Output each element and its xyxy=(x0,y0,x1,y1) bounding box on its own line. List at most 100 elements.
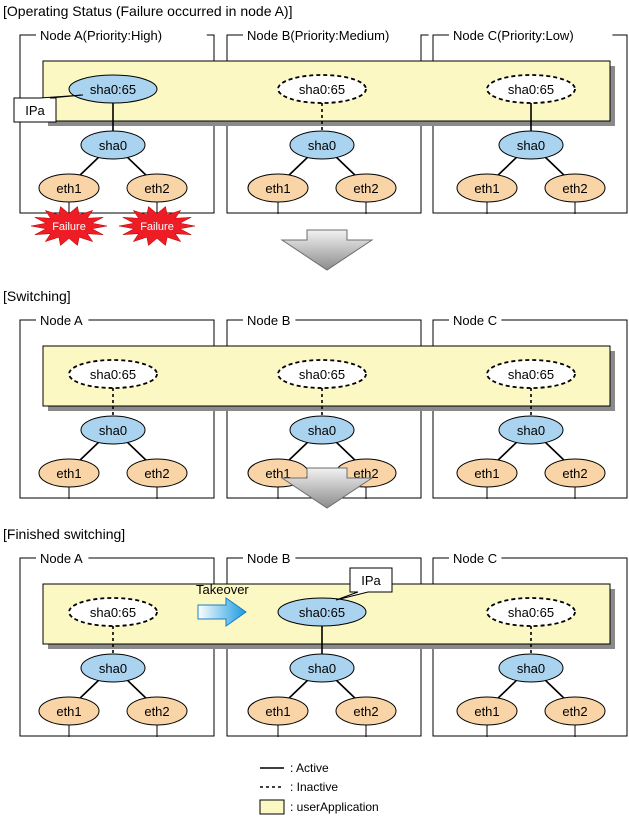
eth2-interface xyxy=(335,696,397,726)
node-frame-2: Node C xyxy=(432,313,628,499)
eth2-link xyxy=(333,154,359,179)
failure-label: Failure xyxy=(140,221,174,233)
node-label: Node A xyxy=(40,313,83,328)
virtual-interface xyxy=(68,359,158,389)
node-frame-0: Node A(Priority:High) xyxy=(19,28,215,214)
eth2-label: eth2 xyxy=(353,704,378,719)
down-arrow-1 xyxy=(280,467,374,509)
sha0-interface xyxy=(498,653,564,683)
sha0-label: sha0 xyxy=(308,138,336,153)
eth1-label: eth1 xyxy=(56,181,81,196)
section-title: [Finished switching] xyxy=(3,526,125,542)
eth1-label: eth1 xyxy=(56,466,81,481)
eth1-link xyxy=(494,154,520,179)
eth1-link xyxy=(494,677,520,702)
node-frame-1: Node B(Priority:Medium) xyxy=(226,28,429,214)
failure-burst xyxy=(30,206,108,246)
eth1-link xyxy=(76,677,102,702)
sha0-interface xyxy=(289,130,355,160)
virtual-interface xyxy=(277,597,367,627)
eth1-interface xyxy=(247,696,309,726)
sha0-interface xyxy=(80,130,146,160)
eth2-interface xyxy=(544,458,606,488)
takeover-arrow: Takeover xyxy=(196,582,249,627)
down-arrow-0 xyxy=(280,229,374,271)
sha0-label: sha0 xyxy=(99,423,127,438)
sha0-label: sha0 xyxy=(517,661,545,676)
eth2-link xyxy=(542,439,568,464)
eth2-link xyxy=(333,677,359,702)
virtual-interface xyxy=(486,74,576,104)
eth1-link xyxy=(494,439,520,464)
eth2-interface xyxy=(335,173,397,203)
eth1-label: eth1 xyxy=(474,181,499,196)
virtual-interface-label: sha0:65 xyxy=(299,605,345,620)
eth2-link xyxy=(124,677,150,702)
node-frame xyxy=(226,557,422,737)
eth1-label: eth1 xyxy=(474,704,499,719)
eth2-interface xyxy=(126,458,188,488)
eth1-interface xyxy=(456,173,518,203)
eth2-interface xyxy=(544,696,606,726)
virtual-interface-label: sha0:65 xyxy=(90,605,136,620)
node-frame xyxy=(432,319,628,499)
sha0-label: sha0 xyxy=(308,423,336,438)
node-label: Node B xyxy=(247,313,290,328)
eth1-link xyxy=(76,439,102,464)
eth1-link xyxy=(285,439,311,464)
takeover-arrow-shape xyxy=(197,597,247,627)
sha0-label: sha0 xyxy=(99,138,127,153)
node-frame xyxy=(19,34,215,214)
sha0-label: sha0 xyxy=(517,423,545,438)
node-label: Node B(Priority:Medium) xyxy=(247,28,389,43)
eth2-link xyxy=(124,439,150,464)
eth1-label: eth1 xyxy=(474,466,499,481)
eth1-label: eth1 xyxy=(56,704,81,719)
node-frame xyxy=(19,319,215,499)
eth2-link xyxy=(542,677,568,702)
node-frame xyxy=(226,34,429,214)
sha0-interface xyxy=(498,130,564,160)
eth2-label: eth2 xyxy=(562,704,587,719)
virtual-interface-label: sha0:65 xyxy=(299,367,345,382)
section-title: [Operating Status (Failure occurred in n… xyxy=(3,3,292,19)
node-frame-0: Node A xyxy=(19,313,215,499)
eth2-link xyxy=(333,439,359,464)
legend-inactive-label: : Inactive xyxy=(290,780,338,794)
sha0-label: sha0 xyxy=(99,661,127,676)
node-frame-0: Node A xyxy=(19,551,215,737)
failure-label: Failure xyxy=(52,221,86,233)
virtual-interface-label: sha0:65 xyxy=(508,82,554,97)
eth2-label: eth2 xyxy=(562,181,587,196)
node-frame xyxy=(432,557,628,737)
sha0-interface xyxy=(498,415,564,445)
eth1-link xyxy=(285,677,311,702)
virtual-interface-label: sha0:65 xyxy=(90,82,136,97)
ipa-callout: IPa xyxy=(13,94,84,123)
eth1-interface xyxy=(38,696,100,726)
takeover-label: Takeover xyxy=(196,582,249,597)
eth2-label: eth2 xyxy=(144,466,169,481)
ipa-callout-box xyxy=(335,567,393,601)
sha0-label: sha0 xyxy=(517,138,545,153)
sha0-interface xyxy=(80,415,146,445)
node-label: Node C(Priority:Low) xyxy=(453,28,574,43)
node-frame xyxy=(19,557,215,737)
node-label: Node C xyxy=(453,551,497,566)
section-title: [Switching] xyxy=(3,288,71,304)
eth2-label: eth2 xyxy=(562,466,587,481)
eth1-interface xyxy=(247,173,309,203)
node-frame-2: Node C xyxy=(432,551,628,737)
virtual-interface xyxy=(68,74,158,104)
virtual-interface xyxy=(68,597,158,627)
node-frame-1: Node B xyxy=(226,551,422,737)
eth2-interface xyxy=(126,696,188,726)
